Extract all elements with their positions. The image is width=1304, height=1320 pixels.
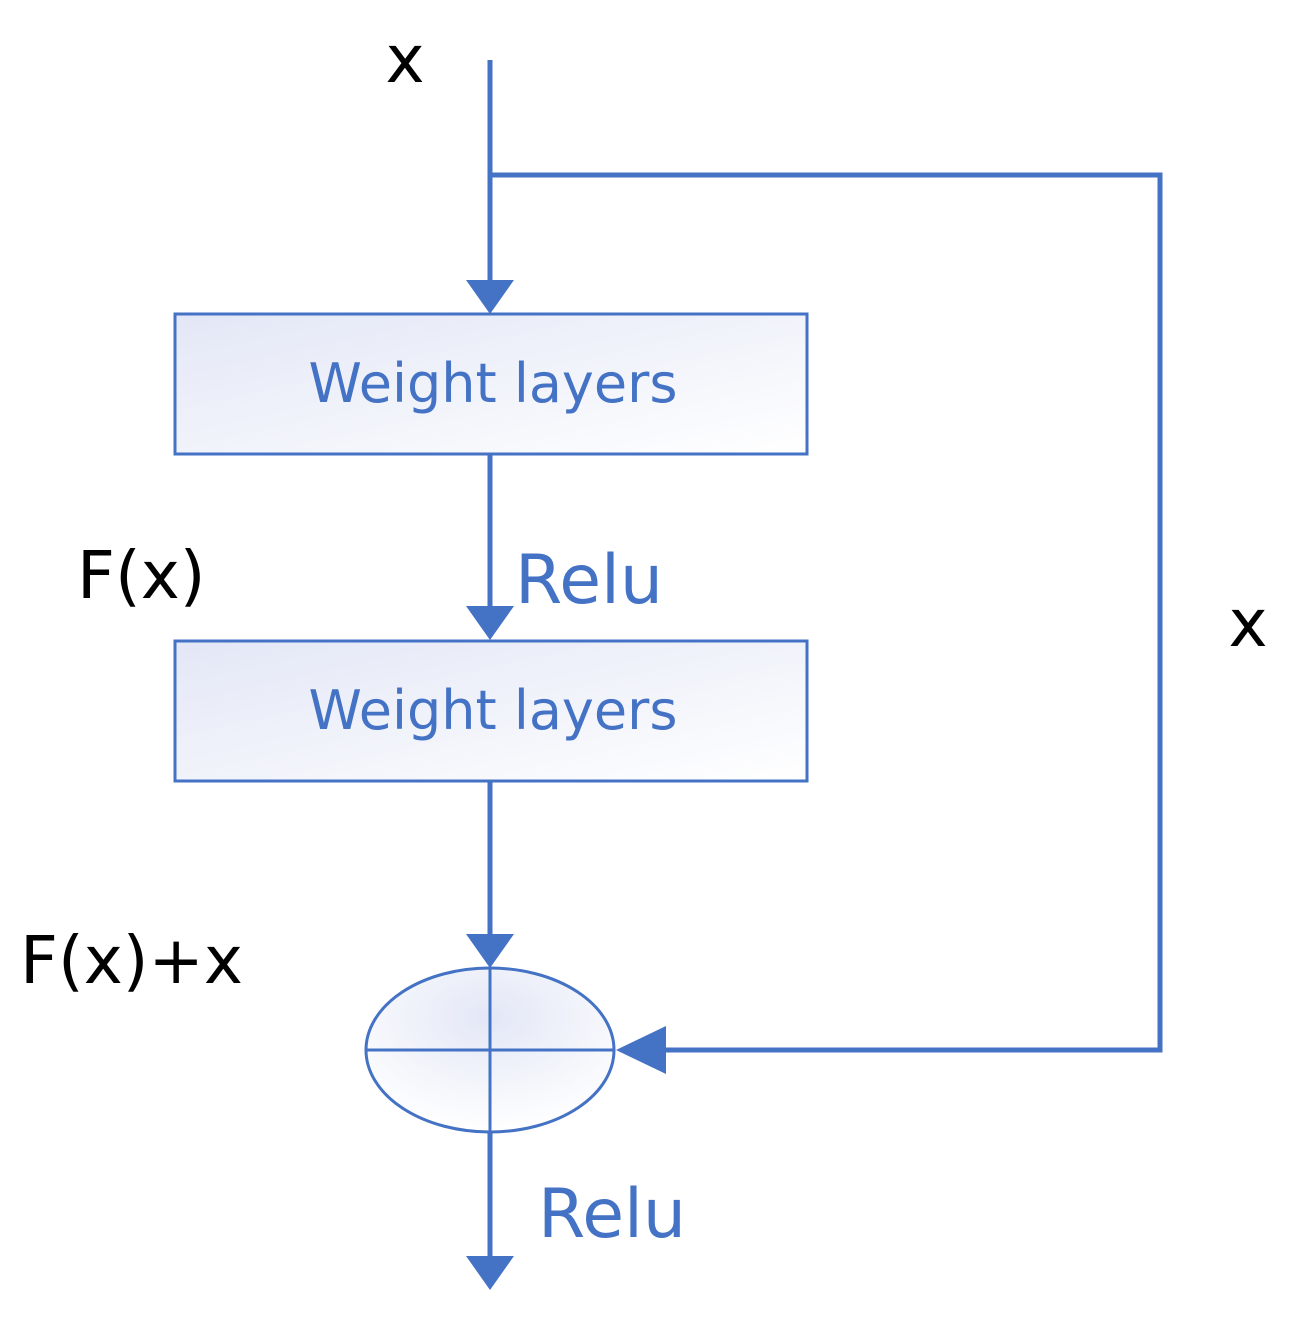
weight-layers-block-2	[173, 639, 809, 783]
shortcut-line	[490, 172, 1163, 1053]
arrow-into-block2	[466, 606, 514, 640]
connector-lines	[487, 60, 1163, 1262]
arrow-output	[466, 1256, 514, 1290]
arrow-shortcut-into-sum	[616, 1026, 666, 1074]
arrowheads	[466, 280, 666, 1290]
fx-plus-x-label: F(x)+x	[20, 922, 243, 999]
arrow-into-block1	[466, 280, 514, 314]
fx-label: F(x)	[77, 537, 206, 614]
weight-layers-label-1: Weight layers	[309, 352, 678, 415]
relu-label-1: Relu	[515, 541, 663, 620]
weight-layers-label-2: Weight layers	[309, 679, 678, 742]
shortcut-x-label: x	[1228, 585, 1267, 662]
relu-label-2: Relu	[538, 1175, 686, 1254]
arrow-into-sum	[466, 934, 514, 968]
input-x-label: x	[385, 21, 424, 98]
weight-layers-block-1	[173, 312, 809, 456]
